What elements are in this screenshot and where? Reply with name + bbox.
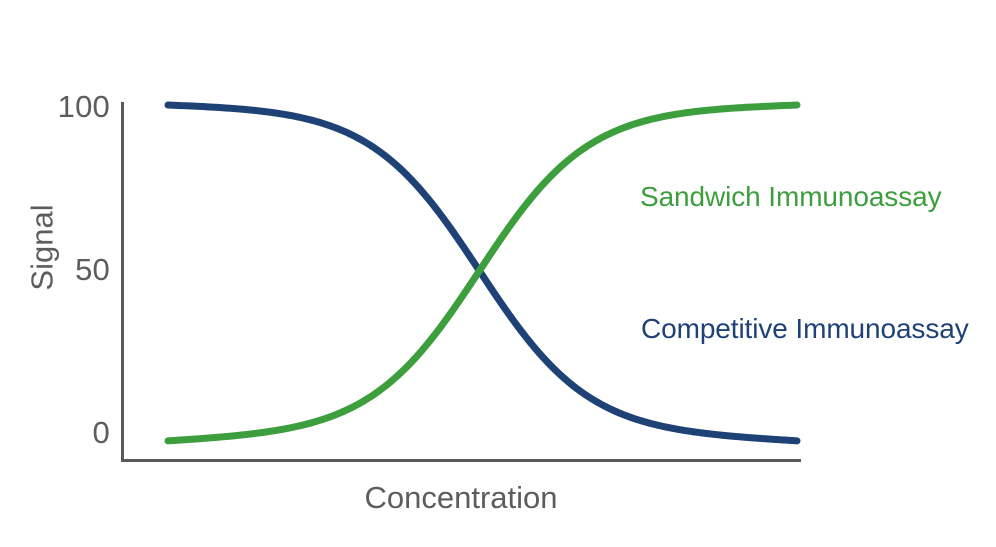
- curve-competitive-immunoassay: [164, 101, 801, 445]
- x-axis-title: Concentration: [364, 480, 558, 515]
- series-label-competitive-immunoassay: Competitive Immunoassay: [641, 313, 969, 344]
- x-axis-line: [121, 459, 801, 462]
- y-tick-label-100: 100: [57, 89, 110, 124]
- y-tick-label-50: 50: [75, 252, 110, 287]
- y-tick-label-0: 0: [92, 415, 110, 450]
- curve-sandwich-immunoassay: [164, 101, 801, 445]
- y-axis-line: [121, 102, 124, 462]
- series-label-sandwich-immunoassay: Sandwich Immunoassay: [640, 181, 942, 212]
